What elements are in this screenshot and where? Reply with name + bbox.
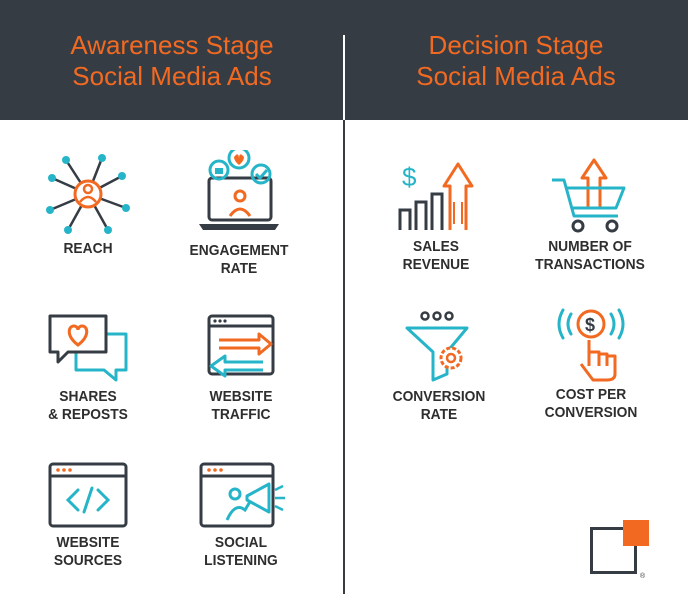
- cart-arrow-icon: [552, 158, 626, 233]
- metric-shares-reposts: SHARES & REPOSTS: [13, 312, 163, 424]
- metric-conversion-rate: CONVERSION RATE: [364, 308, 514, 424]
- decision-stage-title: Decision Stage Social Media Ads: [344, 30, 688, 92]
- awareness-stage-title: Awareness Stage Social Media Ads: [0, 30, 344, 92]
- revenue-chart-icon: $: [398, 162, 474, 230]
- funnel-gear-icon: [405, 311, 469, 382]
- svg-text:$: $: [402, 162, 417, 192]
- metric-label: SALES REVENUE: [402, 238, 470, 273]
- browser-arrows-icon: [207, 314, 275, 378]
- metric-label: CONVERSION RATE: [392, 388, 486, 423]
- metric-website-sources: WEBSITE SOURCES: [13, 462, 163, 570]
- dollar-tap-icon: $: [557, 308, 625, 382]
- metric-number-of-transactions: NUMBER OF TRANSACTIONS: [515, 158, 665, 274]
- metric-engagement-rate: ENGAGEMENT RATE: [164, 150, 314, 278]
- brand-logo: ®: [590, 520, 649, 580]
- metric-social-listening: SOCIAL LISTENING: [166, 460, 316, 570]
- decision-title-line2: Social Media Ads: [416, 61, 616, 91]
- code-window-icon: [48, 462, 128, 528]
- megaphone-window-icon: [199, 462, 285, 528]
- laptop-engagement-icon: [199, 150, 279, 230]
- metric-label: REACH: [63, 240, 113, 257]
- svg-text:®: ®: [640, 572, 646, 580]
- metric-label: SOCIAL LISTENING: [204, 534, 278, 569]
- column-divider: [343, 120, 345, 594]
- metric-label: NUMBER OF TRANSACTIONS: [535, 238, 645, 273]
- chat-heart-icon: [48, 314, 128, 382]
- header-divider: [343, 35, 345, 120]
- metric-cost-per-conversion: $ COST PER CONVERSION: [516, 304, 666, 422]
- awareness-title-line1: Awareness Stage: [70, 30, 274, 60]
- svg-text:$: $: [585, 315, 595, 335]
- metric-label: SHARES & REPOSTS: [48, 388, 128, 423]
- metric-label: COST PER CONVERSION: [544, 386, 638, 421]
- metric-reach: REACH: [13, 152, 163, 258]
- network-icon: [46, 154, 130, 234]
- metric-label: WEBSITE TRAFFIC: [209, 388, 273, 423]
- metric-website-traffic: WEBSITE TRAFFIC: [166, 312, 316, 424]
- metric-label: ENGAGEMENT RATE: [189, 242, 289, 277]
- decision-title-line1: Decision Stage: [428, 30, 604, 60]
- metric-label: WEBSITE SOURCES: [53, 534, 123, 569]
- awareness-title-line2: Social Media Ads: [72, 61, 272, 91]
- metric-sales-revenue: $ SALES REVENUE: [361, 158, 511, 274]
